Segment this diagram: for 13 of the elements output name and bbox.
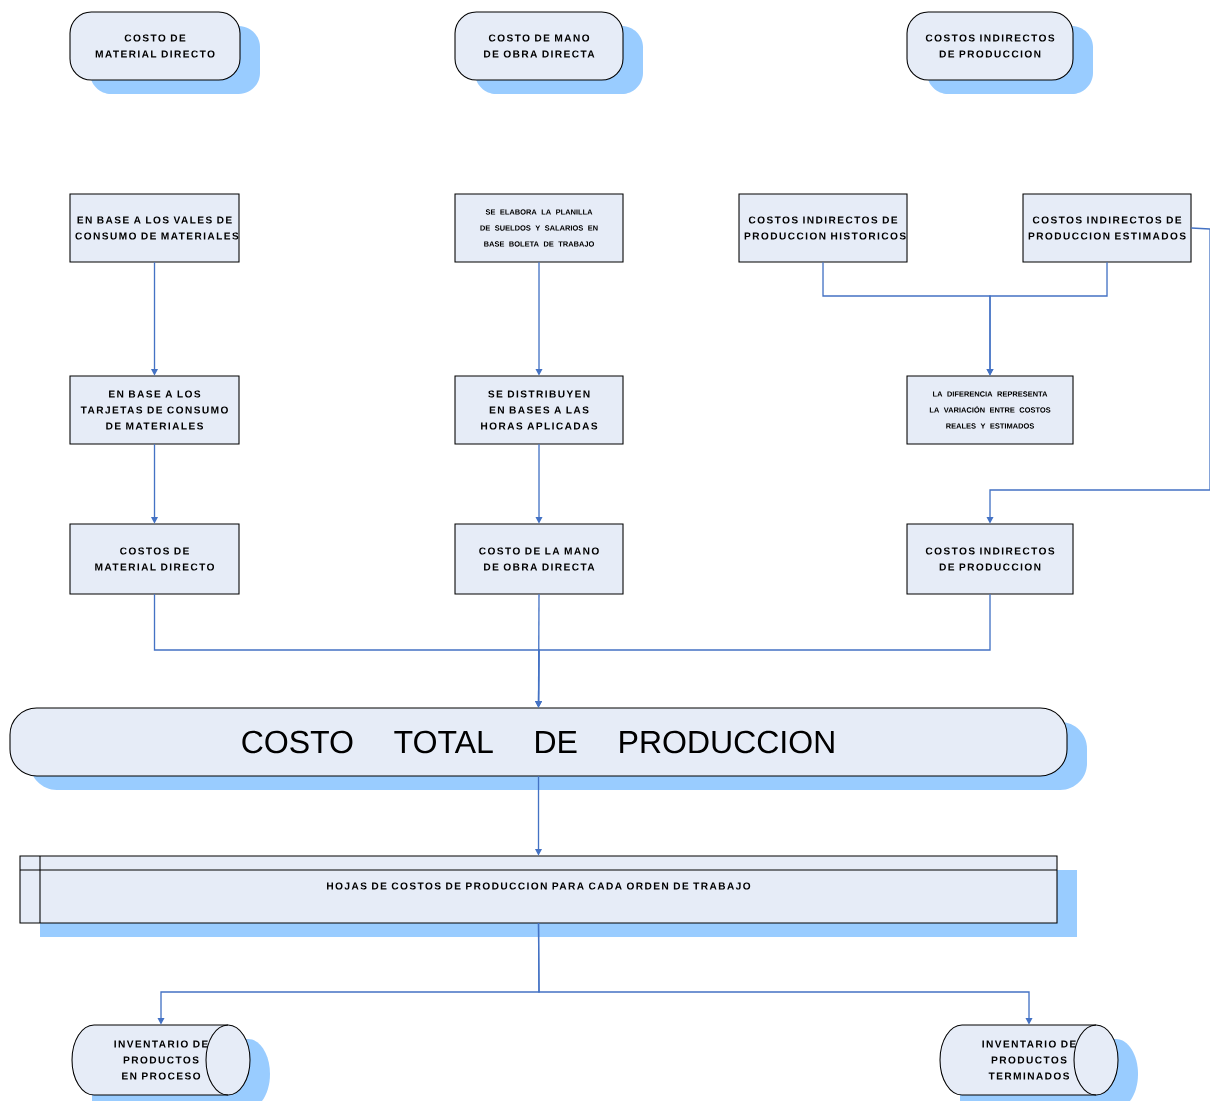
rounded-box: COSTO DE MATERIAL DIRECTO (69, 11, 260, 94)
process-box: EN BASE A LOS TARJETAS DE CONSUMO DE MATERIALES (69, 375, 240, 445)
rounded-box: COSTOS INDIRECTOS DE PRODUCCION (906, 11, 1093, 94)
process-box: EN BASE A LOS VALES DE CONSUMO DE MATERIALES (69, 193, 240, 263)
process-box: COSTOS INDIRECTOS DE PRODUCCION ESTIMADOS (1022, 193, 1192, 263)
process-box: COSTOS INDIRECTOS DE PRODUCCION HISTORICOS (738, 193, 908, 263)
process-box: SE DISTRIBUYEN EN BASES A LAS HORAS APLICADAS (454, 375, 624, 445)
rounded-box: COSTO DE MANO DE OBRA DIRECTA (454, 11, 643, 94)
document-box: HOJAS DE COSTOS DE PRODUCCION PARA CADA ORDEN DE TRABAJO (19, 855, 1077, 937)
rounded-box: COSTO TOTAL DE PRODUCCION (9, 707, 1087, 790)
process-box: COSTOS DE MATERIAL DIRECTO (69, 523, 240, 595)
process-box: COSTO DE LA MANO DE OBRA DIRECTA (454, 523, 624, 595)
process-box: COSTOS INDIRECTOS DE PRODUCCION (906, 523, 1074, 595)
